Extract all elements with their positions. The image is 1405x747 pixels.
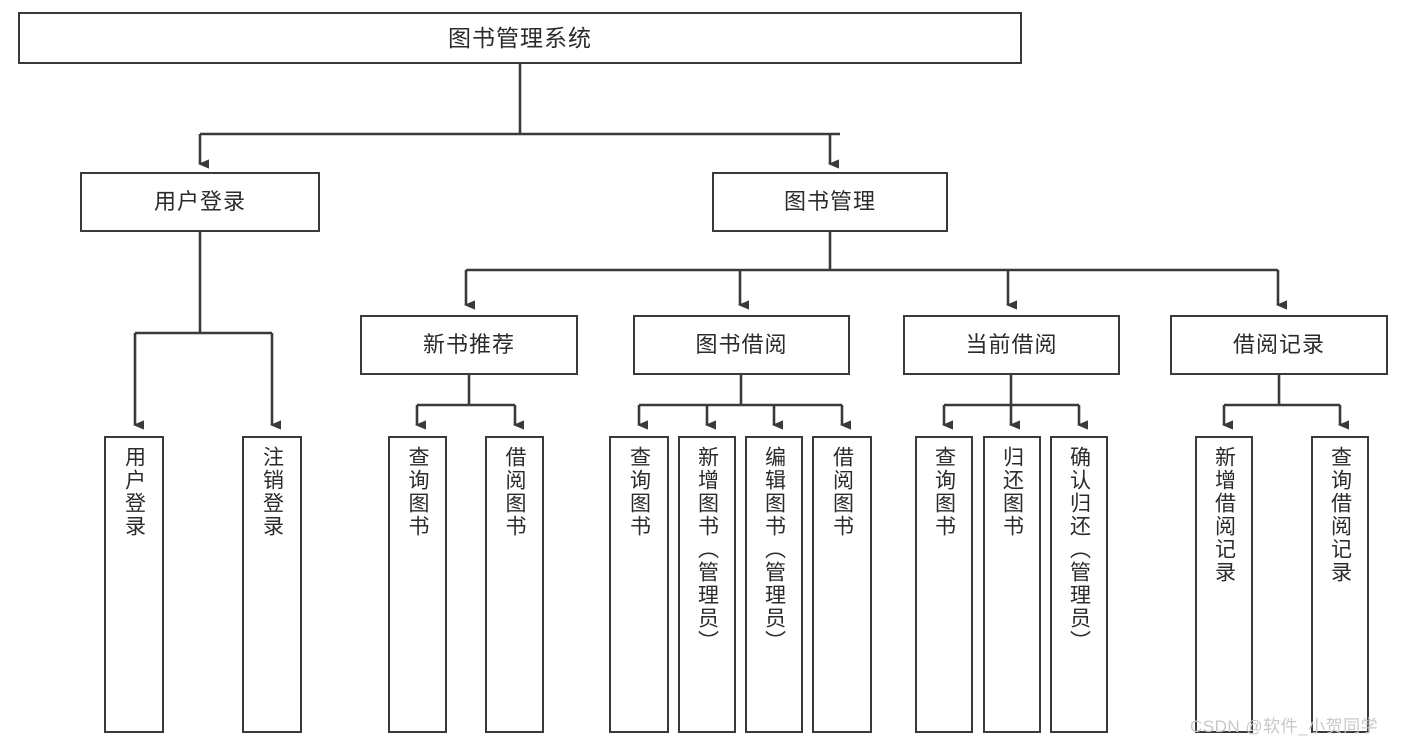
leaf-borrow-add-book-admin[interactable]: 新增图书（管理员）: [678, 436, 736, 733]
node-user-login[interactable]: 用户登录: [80, 172, 320, 232]
leaf-current-query-book[interactable]: 查询图书: [915, 436, 973, 733]
leaf-record-add-label: 新增借阅记录: [1212, 446, 1236, 584]
leaf-new-book-query-label: 查询图书: [406, 446, 429, 538]
leaf-borrow-borrow-book-label: 借阅图书: [830, 446, 854, 538]
node-borrow-record-label: 借阅记录: [1232, 332, 1325, 358]
leaf-user-login-signout[interactable]: 注销登录: [242, 436, 302, 733]
leaf-user-login-signin[interactable]: 用户登录: [104, 436, 164, 733]
leaf-user-login-signin-label: 用户登录: [122, 446, 146, 538]
leaf-new-book-borrow[interactable]: 借阅图书: [485, 436, 544, 733]
node-new-book-recommend-label: 新书推荐: [422, 332, 515, 358]
node-new-book-recommend[interactable]: 新书推荐: [360, 315, 578, 375]
leaf-current-confirm-return-admin[interactable]: 确认归还（管理员）: [1050, 436, 1108, 733]
leaf-record-query-label: 查询借阅记录: [1328, 446, 1352, 584]
leaf-user-login-signout-label: 注销登录: [260, 446, 284, 538]
node-current-borrow[interactable]: 当前借阅: [903, 315, 1120, 375]
leaf-current-return-book[interactable]: 归还图书: [983, 436, 1041, 733]
node-book-borrow-label: 图书借阅: [695, 332, 788, 358]
node-user-login-label: 用户登录: [153, 189, 246, 215]
node-root[interactable]: 图书管理系统: [18, 12, 1022, 64]
leaf-borrow-edit-book-admin[interactable]: 编辑图书（管理员）: [745, 436, 803, 733]
node-root-label: 图书管理系统: [448, 24, 592, 51]
leaf-new-book-borrow-label: 借阅图书: [503, 446, 526, 538]
leaf-borrow-add-book-admin-label: 新增图书（管理员）: [695, 446, 719, 653]
node-book-management[interactable]: 图书管理: [712, 172, 948, 232]
leaf-borrow-borrow-book[interactable]: 借阅图书: [812, 436, 872, 733]
watermark: CSDN @软件_小贺同学: [1190, 717, 1379, 736]
leaf-current-confirm-return-admin-label: 确认归还（管理员）: [1067, 446, 1091, 653]
leaf-borrow-edit-book-admin-label: 编辑图书（管理员）: [762, 446, 786, 653]
leaf-current-return-book-label: 归还图书: [1000, 446, 1024, 538]
node-current-borrow-label: 当前借阅: [965, 332, 1058, 358]
node-book-management-label: 图书管理: [783, 189, 876, 215]
leaf-record-query[interactable]: 查询借阅记录: [1311, 436, 1369, 733]
leaf-borrow-query-book[interactable]: 查询图书: [609, 436, 669, 733]
leaf-current-query-book-label: 查询图书: [932, 446, 956, 538]
node-book-borrow[interactable]: 图书借阅: [633, 315, 850, 375]
leaf-borrow-query-book-label: 查询图书: [627, 446, 651, 538]
leaf-new-book-query[interactable]: 查询图书: [388, 436, 447, 733]
leaf-record-add[interactable]: 新增借阅记录: [1195, 436, 1253, 733]
node-borrow-record[interactable]: 借阅记录: [1170, 315, 1388, 375]
